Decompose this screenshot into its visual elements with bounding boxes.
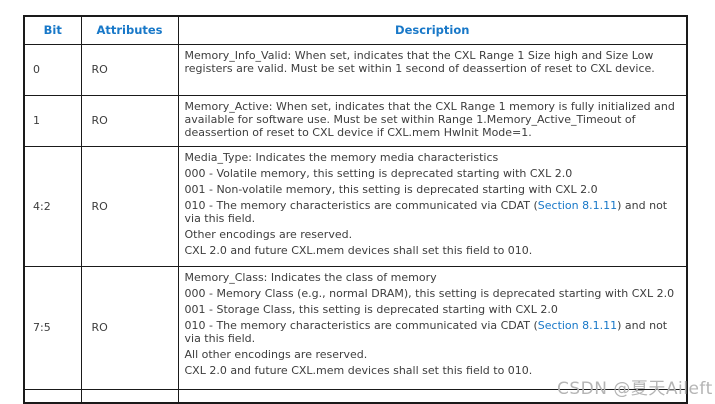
description-cell: Media_Type: Indicates the memory media c… — [177, 145, 688, 267]
bit-cell: 1 — [23, 94, 82, 147]
description-paragraph: 000 - Volatile memory, this setting is d… — [185, 167, 679, 180]
description-paragraph: 001 - Storage Class, this setting is dep… — [185, 303, 679, 316]
description-paragraph: 010 - The memory characteristics are com… — [185, 319, 679, 345]
text-segment: Other encodings are reserved. — [184, 227, 353, 241]
attributes-cell: RO — [80, 145, 179, 267]
col-header-bit: Bit — [23, 15, 82, 45]
text-segment: 000 - Memory Class (e.g., normal DRAM), … — [184, 286, 675, 300]
bit-cell: 7:5 — [23, 265, 82, 390]
text-segment: Memory_Class: Indicates the class of mem… — [184, 270, 437, 284]
bit-cell — [23, 388, 82, 404]
text-segment: 010 - The memory characteristics are com… — [184, 198, 538, 212]
text-segment: 001 - Non-volatile memory, this setting … — [184, 182, 598, 196]
text-segment: Memory_Active: When set, indicates that … — [184, 99, 675, 139]
description-paragraph: All other encodings are reserved. — [185, 348, 679, 361]
description-cell: Memory_Info_Valid: When set, indicates t… — [177, 43, 688, 96]
bit-cell: 4:2 — [23, 145, 82, 267]
text-segment: ) and not via this field. — [184, 318, 668, 345]
description-cell: Memory_Class: Indicates the class of mem… — [177, 265, 688, 390]
description-paragraph: Media_Type: Indicates the memory media c… — [185, 151, 679, 164]
watermark: CSDN @夏天Aileft — [557, 379, 713, 399]
description-paragraph: Other encodings are reserved. — [185, 228, 679, 241]
bit-cell: 0 — [23, 43, 82, 96]
text-segment: Media_Type: Indicates the memory media c… — [184, 150, 499, 164]
section-link[interactable]: Section 8.1.11 — [537, 318, 618, 332]
description-paragraph: CXL 2.0 and future CXL.mem devices shall… — [185, 244, 679, 257]
description-cell: Memory_Active: When set, indicates that … — [177, 94, 688, 147]
attributes-cell: RO — [80, 265, 179, 390]
text-segment: 010 - The memory characteristics are com… — [184, 318, 538, 332]
description-paragraph: 010 - The memory characteristics are com… — [185, 199, 679, 225]
description-paragraph: 000 - Memory Class (e.g., normal DRAM), … — [185, 287, 679, 300]
text-segment: CXL 2.0 and future CXL.mem devices shall… — [184, 363, 533, 377]
col-header-description: Description — [177, 15, 688, 45]
text-segment: ) and not via this field. — [184, 198, 668, 225]
text-segment: Memory_Info_Valid: When set, indicates t… — [184, 48, 655, 75]
description-paragraph: Memory_Active: When set, indicates that … — [185, 100, 679, 139]
text-segment: All other encodings are reserved. — [184, 347, 368, 361]
text-segment: 001 - Storage Class, this setting is dep… — [184, 302, 558, 316]
attributes-cell: RO — [80, 43, 179, 96]
section-link[interactable]: Section 8.1.11 — [537, 198, 618, 212]
header-row: Bit Attributes Description — [23, 15, 688, 45]
text-segment: 000 - Volatile memory, this setting is d… — [184, 166, 573, 180]
attributes-cell: RO — [80, 94, 179, 147]
description-paragraph: 001 - Non-volatile memory, this setting … — [185, 183, 679, 196]
description-paragraph: CXL 2.0 and future CXL.mem devices shall… — [185, 364, 679, 377]
text-segment: CXL 2.0 and future CXL.mem devices shall… — [184, 243, 533, 257]
description-paragraph: Memory_Info_Valid: When set, indicates t… — [185, 49, 679, 75]
description-paragraph: Memory_Class: Indicates the class of mem… — [185, 271, 679, 284]
attributes-cell — [80, 388, 179, 404]
col-header-attributes: Attributes — [80, 15, 179, 45]
